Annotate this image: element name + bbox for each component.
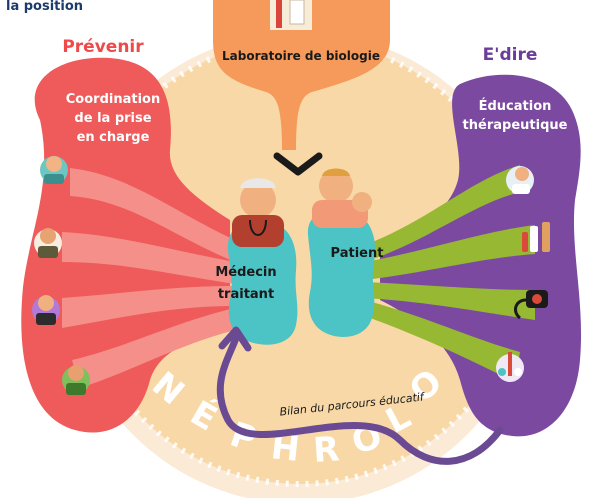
person-icon-1 xyxy=(40,156,68,184)
patient-label: Patient xyxy=(331,246,384,261)
prevenir-title: Prévenir xyxy=(62,37,144,57)
person-icon-2 xyxy=(34,228,62,258)
laboratory-label: Laboratoire de biologie xyxy=(222,49,380,63)
top-left-partial-text: la position xyxy=(6,0,83,14)
person-icon-4 xyxy=(62,365,90,395)
background-disc xyxy=(64,32,536,498)
pills-bottles-icon xyxy=(522,222,550,252)
prevenir-line-1: Coordination xyxy=(66,92,160,107)
person-icon-3 xyxy=(32,295,60,325)
arrow-head-icon xyxy=(218,326,252,352)
edire-line-1: Éducation xyxy=(479,98,552,114)
nephrolor-letter-5: R xyxy=(312,429,341,471)
prevenir-lobe xyxy=(21,57,235,433)
patient-figure xyxy=(307,168,376,337)
edire-title: E'dire xyxy=(483,45,538,65)
medecin-line-2: traitant xyxy=(218,287,274,302)
edire-lobe xyxy=(365,74,582,437)
edire-line-2: thérapeutique xyxy=(463,118,568,133)
medecin-figure xyxy=(227,178,298,345)
bilan-arrow xyxy=(216,326,504,465)
doctor-head-icon xyxy=(240,182,276,218)
blood-pressure-monitor-icon xyxy=(513,290,548,320)
chevron-down-icon xyxy=(273,152,323,176)
laboratory-funnel: Laboratoire de biologie xyxy=(213,0,390,150)
test-tube-icon xyxy=(276,0,282,28)
nurse-icon xyxy=(506,166,534,194)
prevenir-line-2: de la prise xyxy=(74,111,151,126)
medecin-line-1: Médecin xyxy=(215,265,276,280)
patient-head-icon xyxy=(319,169,353,203)
scale-balance-icon xyxy=(496,352,524,382)
prevenir-line-3: en charge xyxy=(77,130,150,145)
